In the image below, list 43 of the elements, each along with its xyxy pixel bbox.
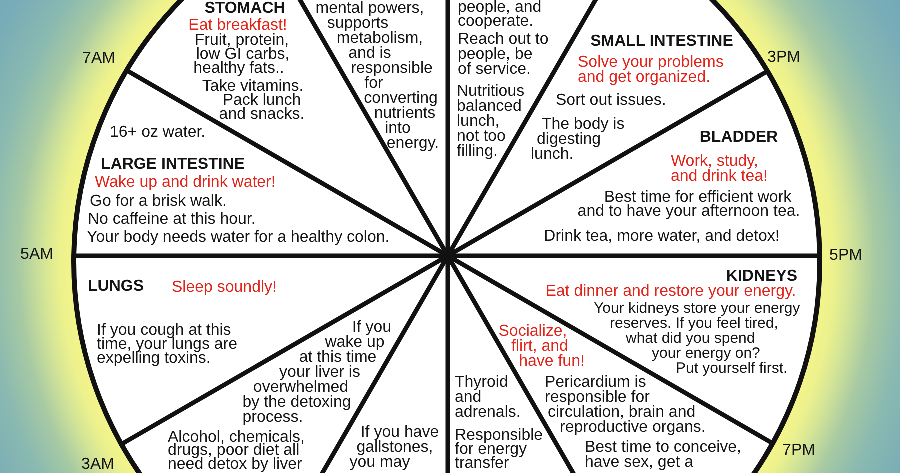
- note-text: Thyroid and adrenals.: [455, 374, 521, 420]
- note-text: Pericardium is responsible for circulation, brain and reproductive organs.: [544, 374, 706, 435]
- note-text: The body is digesting lunch.: [531, 116, 625, 162]
- note-text: mental powers, supports metabolism, and is responsible for converting nutrients into energy.: [316, 0, 440, 151]
- note-text: Responsible for energy transfer: [455, 429, 544, 472]
- note-text: Sort out issues.: [556, 92, 666, 108]
- advice-text: Eat dinner and restore your energy.: [546, 284, 796, 299]
- note-text: Take vitamins.: [202, 78, 304, 94]
- note-text: 16+ oz water.: [110, 124, 206, 140]
- note-text: Go for a brisk walk.: [90, 194, 227, 209]
- note-text: Drink tea, more water, and detox!: [544, 228, 780, 244]
- time-label: 7AM: [82, 51, 116, 67]
- advice-text: Socialize, flirt, and have fun!: [498, 324, 585, 369]
- organ-heading: STOMACH: [204, 0, 286, 16]
- note-text: Alcohol, chemicals, drugs, poor diet all need detox by liver: [168, 430, 305, 472]
- note-text: people, and cooperate.: [458, 1, 542, 30]
- advice-text: Eat breakfast!: [188, 18, 288, 33]
- organ-heading: BLADDER: [700, 130, 778, 145]
- note-text: Fruit, protein, low GI carbs, healthy fats..: [194, 34, 290, 76]
- note-text: No caffeine at this hour.: [88, 212, 256, 227]
- organ-heading: SMALL INTESTINE: [590, 34, 734, 49]
- advice-text: Sleep soundly!: [172, 280, 277, 295]
- note-text: Best time for efficient work and to have your afternoon tea.: [578, 191, 800, 220]
- organ-heading: KIDNEYS: [726, 268, 798, 284]
- note-text: Your kidneys store your energy reserves. If you feel tired, what did you spend your energy on? Put yourself first.: [594, 301, 800, 376]
- organ-heading: LARGE INTESTINE: [101, 156, 246, 172]
- advice-text: Solve your problems and get organized.: [578, 54, 724, 85]
- note-text: If you cough at this time, your lungs are expelling toxins.: [97, 324, 238, 366]
- advice-text: Work, study, and drink tea!: [670, 154, 768, 184]
- time-label: 3AM: [82, 457, 114, 473]
- advice-text: Wake up and drink water!: [95, 174, 276, 190]
- note-text: Pack lunch and snacks.: [219, 94, 305, 122]
- time-label: 5AM: [20, 247, 54, 263]
- time-label: 7PM: [782, 443, 816, 459]
- note-text: Your body needs water for a healthy colon.: [87, 230, 390, 245]
- note-text: If you wake up at this time your liver is overwhelmed by the detoxing process.: [242, 320, 392, 425]
- time-label: 3PM: [768, 50, 800, 66]
- note-text: Nutritious balanced lunch, not too filling.: [457, 84, 525, 159]
- note-text: Reach out to people, be of service.: [458, 32, 549, 77]
- note-text: If you have gallstones, you may: [350, 424, 440, 470]
- note-text: Best time to conceive, have sex, get a: [584, 440, 742, 470]
- organ-heading: LUNGS: [88, 278, 144, 294]
- time-label: 5PM: [830, 248, 862, 264]
